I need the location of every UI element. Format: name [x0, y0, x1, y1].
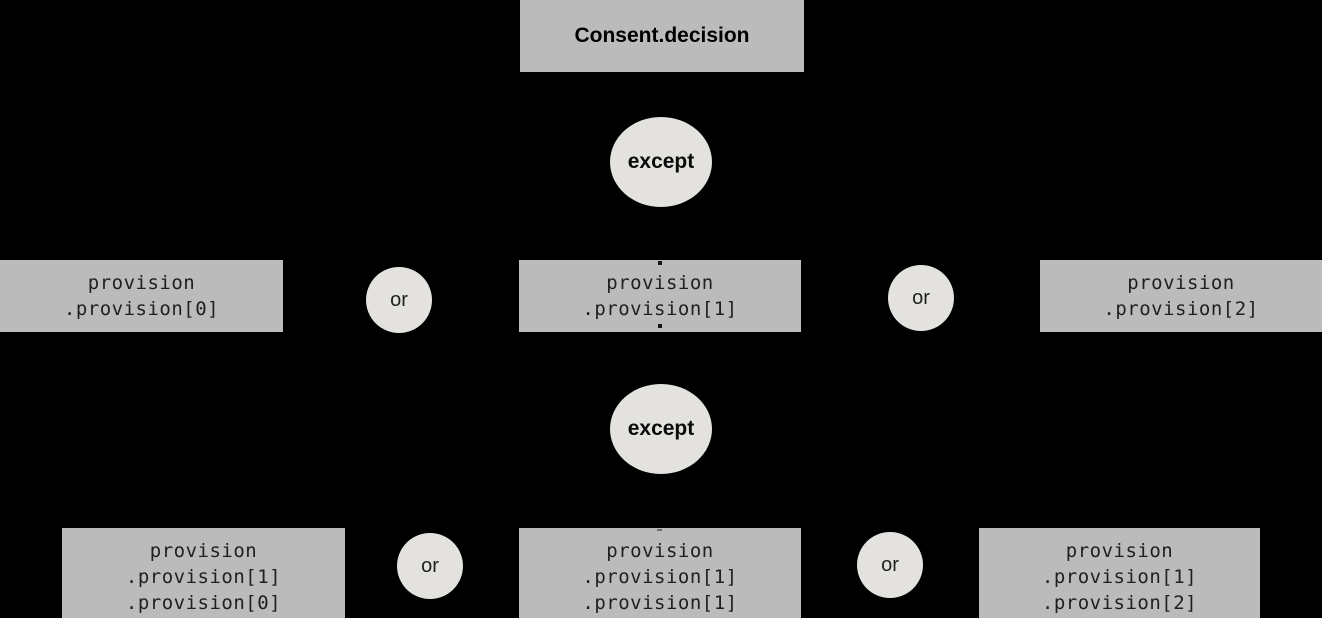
except-node-2: except [610, 384, 712, 474]
provision-node-1-line: provision [606, 272, 714, 294]
or-node-1-label: or [390, 288, 408, 311]
provision-node-1-2: provision .provision[1] .provision[2] [979, 528, 1260, 618]
provision-node-1-line: .provision[1] [582, 298, 738, 320]
provision-node-1-0-line: provision [149, 540, 258, 562]
or-node-2: or [888, 265, 954, 331]
provision-node-1-1-line: .provision[1] [582, 592, 738, 614]
or-node-4-label: or [881, 553, 899, 576]
root-node-label: Consent.decision [574, 24, 750, 47]
except-node-1-label: except [627, 150, 695, 173]
root-node-consent-decision: Consent.decision [520, 0, 804, 72]
or-node-4: or [857, 532, 923, 598]
or-node-1: or [366, 267, 432, 333]
connector-dot [657, 529, 662, 531]
except-node-2-label: except [627, 417, 695, 440]
provision-node-1-0-line: .provision[0] [125, 592, 282, 614]
or-node-2-label: or [912, 286, 930, 309]
provision-node-2-line: provision [1127, 272, 1235, 294]
provision-node-0-line: provision [87, 272, 196, 294]
or-node-3: or [397, 533, 463, 599]
provision-node-1-2-line: provision [1065, 540, 1174, 562]
provision-node-1-1-line: .provision[1] [582, 566, 738, 588]
provision-node-1-1-line: provision [606, 540, 714, 562]
or-node-3-label: or [421, 554, 439, 577]
connector-dot [658, 261, 662, 265]
provision-node-1-2-line: .provision[2] [1041, 592, 1198, 614]
provision-node-2: provision .provision[2] [1040, 260, 1322, 332]
provision-node-1-1: provision .provision[1] .provision[1] [519, 528, 801, 618]
provision-node-1-2-line: .provision[1] [1041, 566, 1198, 588]
provision-node-1-0: provision .provision[1] .provision[0] [62, 528, 345, 618]
except-node-1: except [610, 117, 712, 207]
provision-node-0-line: .provision[0] [63, 298, 220, 320]
provision-node-0: provision .provision[0] [0, 260, 283, 332]
connector-dot [658, 324, 662, 328]
provision-node-2-line: .provision[2] [1103, 298, 1259, 320]
provision-node-1: provision .provision[1] [519, 260, 801, 332]
provision-node-1-0-line: .provision[1] [125, 566, 282, 588]
